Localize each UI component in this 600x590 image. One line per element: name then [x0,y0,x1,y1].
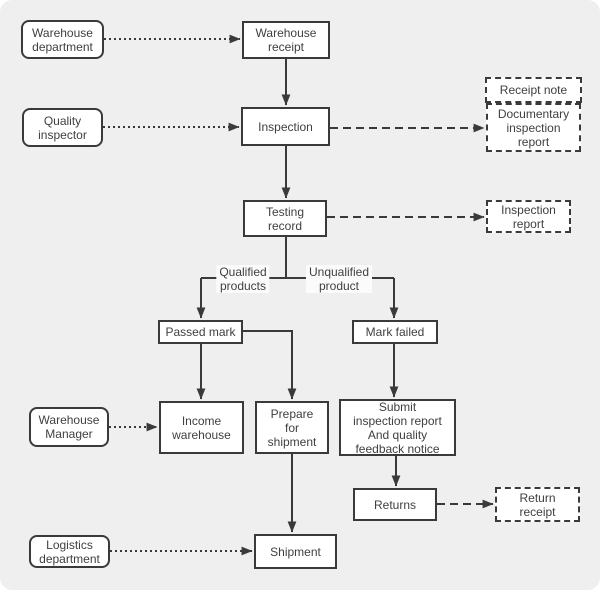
node-submit-report-label: Submit inspection report And quality fee… [353,399,442,456]
node-warehouse-receipt-label: Warehouse receipt [255,26,317,54]
node-mark-failed-label: Mark failed [365,325,425,339]
node-logistics-department: Logistics department [29,535,110,568]
node-returns-label: Returns [373,497,417,512]
edge-passed-mark-to-prepare-for-shipment [243,330,297,400]
node-documentary-inspection-report-label: Documentary inspection report [497,106,570,149]
node-receipt-note-label: Receipt note [499,83,568,97]
node-return-receipt: Return receipt [495,487,580,522]
node-logistics-department-label: Logistics department [39,537,100,566]
node-warehouse-manager: Warehouse Manager [29,407,109,447]
node-quality-inspector: Quality inspector [22,108,103,147]
node-mark-failed: Mark failed [352,320,438,344]
node-warehouse-receipt: Warehouse receipt [242,21,330,59]
node-inspection-report-label: Inspection report [501,202,556,231]
node-prepare-for-shipment-label: Prepare for shipment [267,406,317,449]
node-returns: Returns [353,488,437,521]
node-income-warehouse-label: Income warehouse [172,413,231,442]
node-warehouse-department-label: Warehouse department [32,25,93,54]
node-testing-record: Testing record [243,200,327,237]
node-income-warehouse: Income warehouse [159,401,244,454]
node-testing-record-label: Testing record [265,204,305,233]
node-prepare-for-shipment: Prepare for shipment [255,401,329,454]
node-passed-mark: Passed mark [158,320,243,344]
node-documentary-inspection-report: Documentary inspection report [486,103,581,152]
node-quality-inspector-label: Quality inspector [38,113,87,142]
edge-label-qualified-products: Qualified products [216,265,270,293]
node-receipt-note: Receipt note [485,77,582,103]
node-passed-mark-label: Passed mark [165,325,236,339]
node-shipment: Shipment [254,534,337,569]
edge-label-unqualified-product: Unqualified product [305,265,373,293]
node-inspection: Inspection [241,107,330,146]
node-inspection-report: Inspection report [486,200,571,233]
node-shipment-label: Shipment [270,544,321,559]
node-return-receipt-label: Return receipt [519,490,556,519]
node-warehouse-manager-label: Warehouse Manager [38,413,100,441]
node-warehouse-department: Warehouse department [21,20,104,59]
node-inspection-label: Inspection [258,119,313,134]
node-submit-report: Submit inspection report And quality fee… [339,399,456,456]
